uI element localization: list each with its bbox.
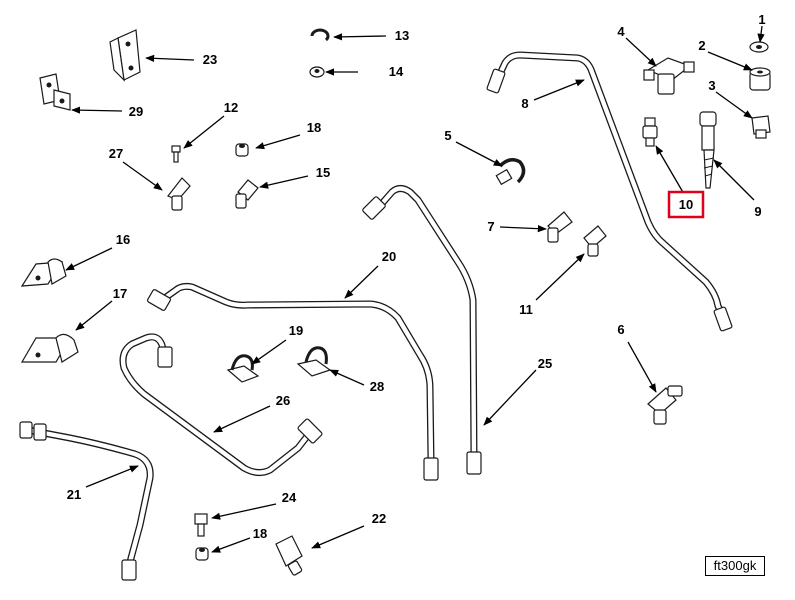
tee-part-4 [643, 57, 695, 95]
callout-24: 24 [282, 490, 297, 505]
callout-27: 27 [109, 146, 123, 161]
callout-28: 28 [370, 379, 384, 394]
callout-3: 3 [708, 78, 715, 93]
bracket-part-17 [20, 333, 79, 363]
bracket-part-16 [20, 258, 67, 287]
pipe-26 [119, 333, 323, 477]
callout-10-highlight-box [667, 190, 705, 219]
spacer-part-18-lower [195, 547, 209, 561]
callout-17: 17 [113, 286, 127, 301]
bracket-part-29 [39, 73, 71, 111]
callout-2: 2 [698, 38, 705, 53]
callout-21: 21 [67, 487, 81, 502]
callout-7: 7 [487, 219, 494, 234]
fitting-part-10 [642, 117, 658, 147]
elbow-part-27 [167, 177, 191, 211]
connector-part-22 [275, 535, 303, 576]
callout-15: 15 [316, 165, 330, 180]
callout-13: 13 [395, 28, 409, 43]
figure-code-label: ft300gk [705, 556, 765, 576]
callout-11: 11 [519, 302, 533, 317]
callout-18-lower: 18 [253, 526, 267, 541]
callout-22: 22 [372, 511, 386, 526]
pipe-21 [19, 421, 154, 581]
clip-part-13 [310, 28, 330, 42]
callout-9: 9 [754, 204, 761, 219]
clamp-part-19 [226, 354, 260, 383]
elbow-part-11 [583, 225, 607, 257]
nut-part-14 [309, 66, 325, 78]
callout-1: 1 [758, 12, 765, 27]
bolt-part-9 [699, 111, 717, 189]
pipe-25 [362, 185, 482, 475]
callout-19: 19 [289, 323, 303, 338]
washer-part-1 [749, 41, 769, 53]
fitting-part-3 [751, 115, 771, 139]
elbow-part-7 [547, 211, 573, 243]
clamp-part-28 [296, 346, 332, 377]
callout-23: 23 [203, 52, 217, 67]
pipe-8 [486, 51, 733, 332]
callout-18-upper: 18 [307, 120, 321, 135]
elbow-part-6 [647, 385, 683, 425]
callout-4: 4 [617, 24, 625, 39]
pipe-20 [146, 282, 439, 481]
screw-part-24 [194, 513, 208, 537]
callout-10: 10 [679, 197, 693, 212]
clamp-part-5 [495, 158, 526, 186]
screw-part-12 [171, 145, 181, 163]
spacer-part-18-upper [235, 143, 249, 157]
callout-8: 8 [521, 96, 528, 111]
callout-25: 25 [538, 356, 552, 371]
leader-arrows [65, 25, 765, 553]
callout-14: 14 [389, 64, 404, 79]
callout-5: 5 [444, 128, 451, 143]
callout-20: 20 [382, 249, 396, 264]
callout-26: 26 [276, 393, 290, 408]
callout-6: 6 [617, 322, 624, 337]
callout-29: 29 [129, 104, 143, 119]
callout-12: 12 [224, 100, 238, 115]
elbow-part-15 [235, 179, 259, 209]
callout-labels: 1 2 3 4 5 6 7 8 9 10 11 12 13 14 15 16 1… [67, 12, 766, 541]
sleeve-part-2 [749, 67, 771, 91]
callout-16: 16 [116, 232, 130, 247]
bracket-part-23 [109, 29, 141, 82]
